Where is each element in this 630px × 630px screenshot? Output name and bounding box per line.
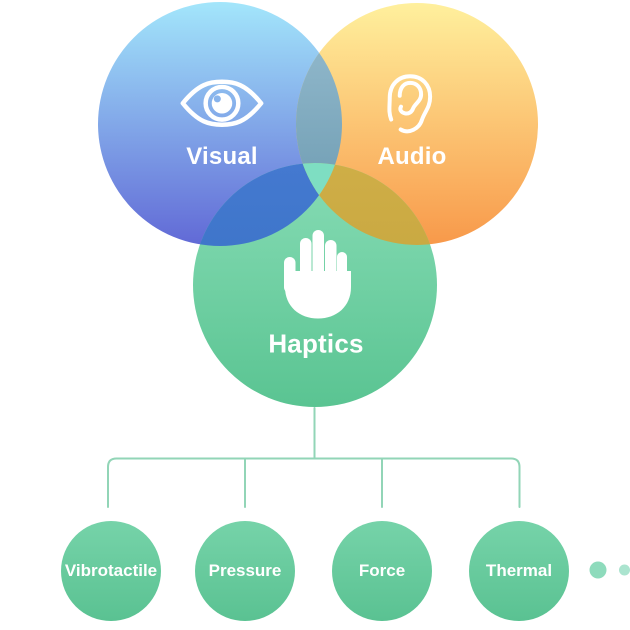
child-circle-vibrotactile xyxy=(61,521,161,621)
eye-icon xyxy=(180,79,264,127)
audio-haptics-overlap xyxy=(296,163,437,245)
ear-icon xyxy=(387,74,433,134)
visual-label: Visual xyxy=(186,143,258,170)
child-label-force: Force xyxy=(358,561,406,580)
ellipsis-dot-1 xyxy=(589,561,607,579)
audio-label: Audio xyxy=(377,143,447,170)
child-label-vibrotactile: Vibrotactile xyxy=(64,561,158,580)
tree-connector xyxy=(107,407,521,508)
child-circle-pressure xyxy=(195,521,295,621)
child-circle-force xyxy=(332,521,432,621)
child-circle-thermal xyxy=(469,521,569,621)
ellipsis-dot-2 xyxy=(619,564,630,576)
tree-rail xyxy=(107,457,521,508)
visual-haptics-overlap xyxy=(193,163,342,246)
child-label-thermal: Thermal xyxy=(485,561,553,580)
hand-icon xyxy=(284,230,351,319)
child-label-pressure: Pressure xyxy=(208,561,282,580)
haptics-label: Haptics xyxy=(268,328,364,359)
